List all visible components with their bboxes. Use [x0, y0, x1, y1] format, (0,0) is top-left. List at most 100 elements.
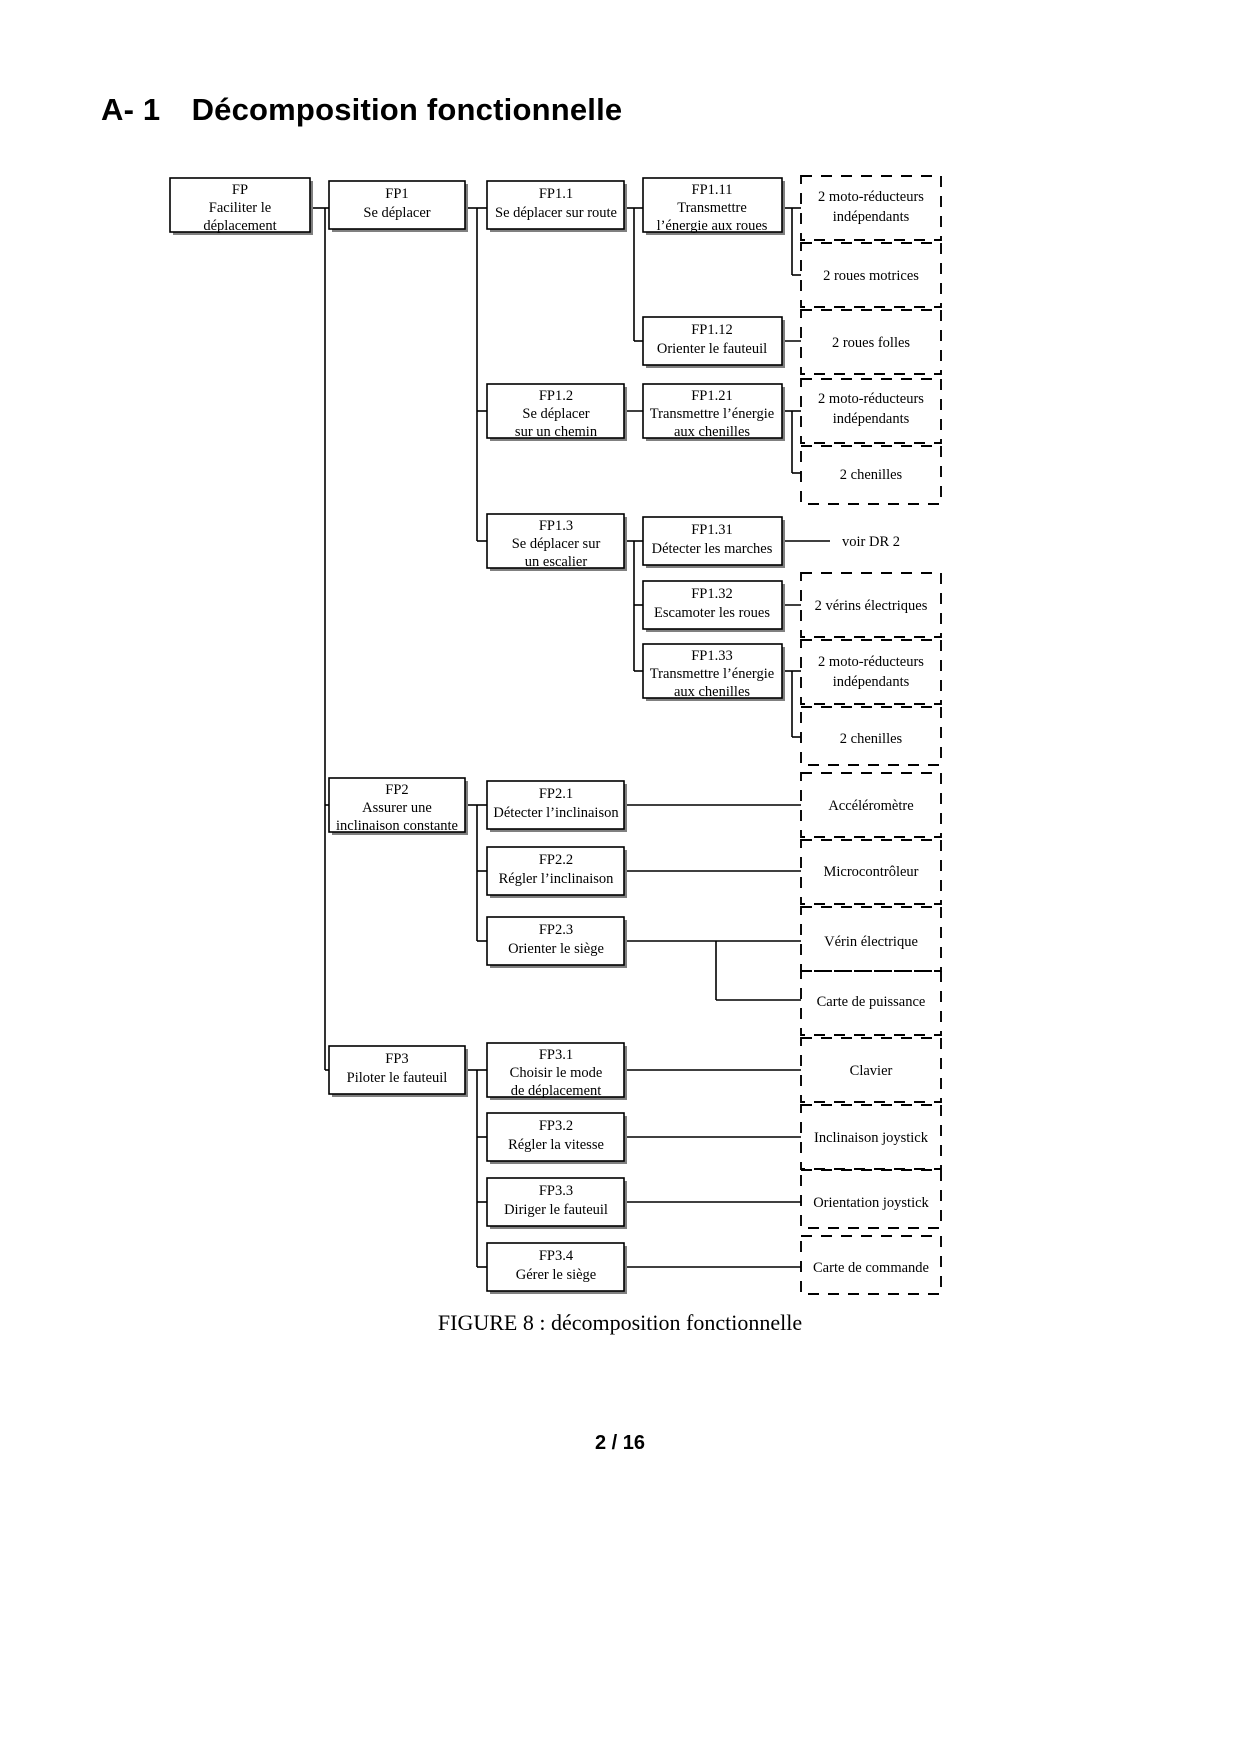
box-line: FP3.3: [539, 1183, 573, 1199]
box-line: Orienter le fauteuil: [657, 341, 767, 357]
solution-boxes: [800, 175, 942, 1295]
function-box-fp2[interactable]: FP2 Assurer une inclinaison constante: [328, 777, 468, 835]
solution-label: Carte de commande: [813, 1260, 929, 1276]
solution-label: 2 moto-réducteurs: [818, 189, 924, 205]
solution-label: Vérin électrique: [824, 934, 918, 950]
figure-caption: FIGURE 8 : décomposition fonctionnelle: [437, 1310, 803, 1335]
box-line: Orienter le siège: [508, 941, 604, 957]
box-line: Se déplacer: [363, 205, 430, 221]
solution-box: [800, 706, 942, 766]
box-line: FP2.3: [539, 922, 573, 938]
box-line: Transmettre: [677, 200, 747, 216]
box-line: FP3.4: [539, 1248, 574, 1264]
solution-label: 2 vérins électriques: [815, 598, 928, 614]
function-box-fp2-3[interactable]: FP2.3 Orienter le siège: [486, 916, 627, 968]
solution-box: [800, 970, 942, 1036]
solution-box: [800, 242, 942, 308]
box-line: Se déplacer sur: [512, 536, 601, 552]
solution-box: [800, 839, 942, 905]
box-line: Escamoter les roues: [654, 605, 770, 621]
function-box-fp1-3[interactable]: FP1.3 Se déplacer sur un escalier: [486, 513, 627, 571]
solution-label: 2 chenilles: [840, 467, 903, 483]
box-line: Gérer le siège: [516, 1267, 597, 1283]
box-line: FP3: [385, 1051, 408, 1067]
box-line: déplacement: [203, 218, 276, 234]
box-line: FP1.33: [691, 648, 733, 664]
solution-label: 2 moto-réducteurs: [818, 654, 924, 670]
solution-label: 2 moto-réducteurs: [818, 391, 924, 407]
function-box-fp1-12[interactable]: FP1.12 Orienter le fauteuil: [642, 316, 785, 368]
box-line: sur un chemin: [515, 424, 598, 440]
solution-box: [800, 1104, 942, 1170]
solution-box: [800, 1235, 942, 1295]
box-line: un escalier: [525, 554, 588, 570]
function-box-fp2-1[interactable]: FP2.1 Détecter l’inclinaison: [486, 780, 627, 832]
solution-box: [800, 639, 942, 705]
box-line: de déplacement: [511, 1083, 602, 1099]
solution-label: Inclinaison joystick: [814, 1130, 929, 1146]
function-box-fp1-32[interactable]: FP1.32 Escamoter les roues: [642, 580, 785, 632]
box-line: Choisir le mode: [510, 1065, 603, 1081]
box-line: FP3.2: [539, 1118, 573, 1134]
box-line: FP1.31: [691, 522, 733, 538]
box-line: aux chenilles: [674, 424, 750, 440]
function-box-fp3-3[interactable]: FP3.3 Diriger le fauteuil: [486, 1177, 627, 1229]
solution-label: voir DR 2: [842, 534, 900, 550]
box-line: Piloter le fauteuil: [347, 1070, 448, 1086]
solution-box: [800, 175, 942, 241]
solution-label: Accéléromètre: [828, 798, 913, 814]
solution-label: indépendants: [833, 209, 910, 225]
box-line: FP1.21: [691, 388, 733, 404]
box-line: FP2.1: [539, 786, 573, 802]
function-box-fp1-33[interactable]: FP1.33 Transmettre l’énergie aux chenill…: [642, 643, 785, 701]
box-line: Assurer une: [362, 800, 432, 816]
solution-label: indépendants: [833, 674, 910, 690]
solution-label: 2 roues motrices: [823, 268, 919, 284]
function-box-fp3[interactable]: FP3 Piloter le fauteuil: [328, 1045, 468, 1097]
box-line: l’énergie aux roues: [657, 218, 768, 234]
function-box-fp1-11[interactable]: FP1.11 Transmettre l’énergie aux roues: [642, 177, 785, 235]
box-line: Régler la vitesse: [508, 1137, 604, 1153]
page-title: A- 1 Décomposition fonctionnelle: [101, 92, 623, 127]
box-line: Diriger le fauteuil: [504, 1202, 608, 1218]
function-box-fp1-1[interactable]: FP1.1 Se déplacer sur route: [486, 180, 627, 232]
function-box-fp[interactable]: FP Faciliter le déplacement: [169, 177, 313, 235]
function-box-fp3-4[interactable]: FP3.4 Gérer le siège: [486, 1242, 627, 1294]
box-line: inclinaison constante: [336, 818, 458, 834]
solution-label: Orientation joystick: [813, 1195, 929, 1211]
box-line: FP2.2: [539, 852, 573, 868]
page-number: 2 / 16: [594, 1432, 646, 1454]
box-line: Transmettre l’énergie: [650, 666, 774, 682]
solution-label: 2 roues folles: [832, 335, 910, 351]
solution-box: [800, 1169, 942, 1229]
box-line: FP2: [385, 782, 408, 798]
function-box-fp3-1[interactable]: FP3.1 Choisir le mode de déplacement: [486, 1042, 627, 1100]
box-line: FP3.1: [539, 1047, 573, 1063]
function-box-fp1-21[interactable]: FP1.21 Transmettre l’énergie aux chenill…: [642, 383, 785, 441]
solution-box: [800, 572, 942, 638]
solution-label: Carte de puissance: [817, 994, 926, 1010]
solution-box: [800, 1037, 942, 1103]
solution-box: [800, 309, 942, 375]
box-line: Détecter l’inclinaison: [493, 805, 619, 821]
function-box-fp1-31[interactable]: FP1.31 Détecter les marches: [642, 516, 785, 568]
solution-label: 2 chenilles: [840, 731, 903, 747]
box-line: FP: [232, 182, 248, 198]
solution-labels: 2 moto-réducteurs indépendants 2 roues m…: [813, 189, 930, 1276]
solution-box: [800, 906, 942, 972]
function-box-fp3-2[interactable]: FP3.2 Régler la vitesse: [486, 1112, 627, 1164]
box-line: FP1.3: [539, 518, 573, 534]
box-line: Régler l’inclinaison: [499, 871, 615, 887]
box-line: FP1: [385, 186, 408, 202]
box-line: FP1.12: [691, 322, 733, 338]
function-box-fp2-2[interactable]: FP2.2 Régler l’inclinaison: [486, 846, 627, 898]
box-line: Transmettre l’énergie: [650, 406, 774, 422]
box-line: aux chenilles: [674, 684, 750, 700]
box-line: FP1.1: [539, 186, 573, 202]
box-line: Faciliter le: [209, 200, 271, 216]
function-box-fp1[interactable]: FP1 Se déplacer: [328, 180, 468, 232]
solution-box: [800, 378, 942, 444]
solution-box: [800, 772, 942, 838]
function-box-fp1-2[interactable]: FP1.2 Se déplacer sur un chemin: [486, 383, 627, 441]
